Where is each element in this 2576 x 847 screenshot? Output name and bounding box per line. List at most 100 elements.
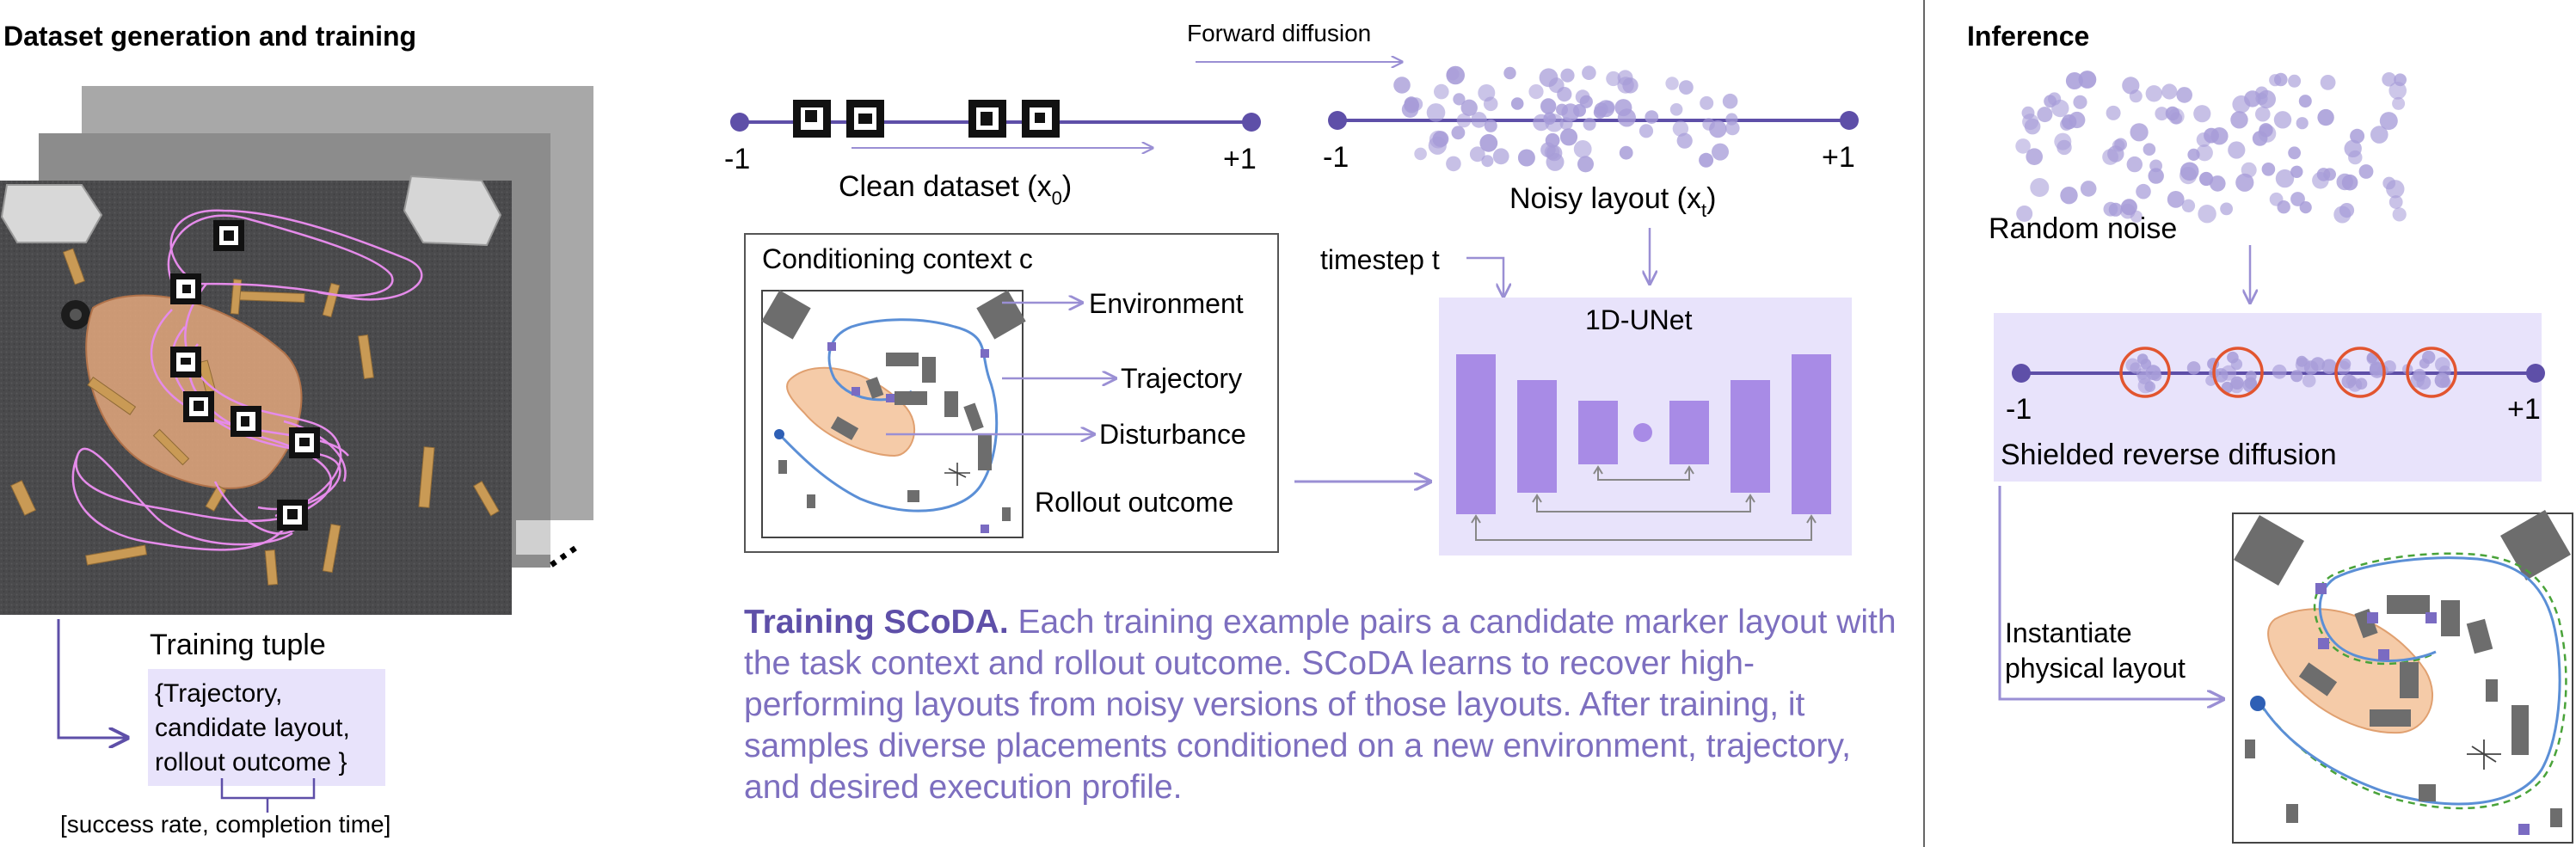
noise-dot [1617,77,1633,93]
noise-dot [1484,97,1498,112]
inference-panel-title: Inference [1967,21,2089,52]
noise-dot [1528,84,1543,99]
noise-dot [1725,121,1740,136]
shielded-dot [2144,381,2155,392]
noise-dot [2066,72,2083,89]
noise-dot [2220,203,2233,216]
noise-dot [1574,140,1592,158]
noise-dot [2168,108,2185,125]
noise-dot [1405,96,1419,111]
context-title: Conditioning context c [762,243,1033,274]
shielded-dot [2227,352,2239,364]
noise-dot [2081,181,2097,197]
noise-dot [2288,146,2301,159]
noise-dot [2073,95,2087,109]
noise-dot [2030,178,2049,197]
noise-dot [2182,199,2195,212]
noise-dot [2122,77,2139,94]
tuple-line-2: candidate layout, [155,714,350,742]
noise-dot [1602,101,1615,114]
noise-dot [2359,164,2374,179]
noise-dot [1414,148,1427,161]
noise-dot [2130,123,2149,141]
noise-dot [2149,168,2164,183]
noise-dot [2255,93,2267,105]
noise-dot [2393,207,2407,221]
noise-dot [2321,75,2336,90]
shielded-dot [2348,377,2362,391]
shielded-dot [2296,356,2308,367]
noise-dot [1549,77,1565,93]
context-trajectory: Trajectory [1121,363,1242,394]
noise-dot [2198,205,2216,223]
noise-dot [1503,67,1515,79]
noise-dot [1427,103,1446,122]
noise-dot [2230,111,2247,128]
noise-dot [1493,148,1509,164]
noise-dot [2022,107,2035,120]
noise-dot [2161,83,2177,99]
noise-dot [2060,187,2077,204]
noise-dot [2179,167,2197,184]
noise-dot [2388,82,2407,100]
noise-dot [1545,144,1560,160]
noise-dot [1434,84,1449,100]
random-noise-label: Random noise [1989,212,2177,245]
training-description: Training SCoDA. Each training example pa… [744,602,1897,808]
noise-dot [2389,195,2403,209]
noise-dot [1560,128,1577,145]
noise-dot [2037,107,2052,122]
noise-dot [1614,99,1632,116]
random-noise-dots [2015,71,2407,223]
shielded-dot [2302,374,2316,388]
shielded-dot [2419,359,2430,369]
noise-dot [2232,95,2250,114]
shielded-dot [2435,357,2450,372]
noise-dot [1479,134,1497,152]
photo-stack [0,86,593,615]
noise-dot [2167,191,2185,208]
shielded-dot [2187,361,2201,375]
forward-diffusion-label: Forward diffusion [1187,20,1371,46]
noise-dot [2392,97,2405,110]
noise-dot [2317,109,2333,126]
description-bold: Training SCoDA. [744,604,1009,641]
noise-dot [1433,131,1449,147]
noise-dot [2025,119,2041,135]
noise-dot [2382,177,2395,190]
noise-dot [1639,124,1653,138]
noisy-axis-max: +1 [1822,141,1855,174]
noise-dot [2143,143,2156,156]
noise-dot [1723,94,1738,109]
noise-dot [2106,106,2121,120]
shielded-label: Shielded reverse diffusion [2001,439,2337,471]
noise-dot [1446,157,1461,172]
noise-dot [1673,120,1688,136]
noise-dot [2337,174,2353,190]
noise-dot [2199,172,2213,186]
outcome-label: [success rate, completion time] [60,811,390,838]
noise-dot [1576,89,1590,104]
noise-dot [2276,169,2294,187]
noise-dot [1679,80,1694,95]
noise-dot [2278,200,2290,213]
noise-dot [1709,120,1726,138]
noise-dot [2259,125,2277,143]
context-rollout-outcome: Rollout outcome [1035,487,1233,518]
noise-dot [1670,103,1683,116]
tuple-title: Training tuple [150,629,326,661]
noise-dot [2197,144,2213,161]
noise-dot [1452,126,1466,139]
noise-dot [2274,73,2288,87]
clean-dataset-label: Clean dataset (x0) [839,170,1072,209]
shielded-dot [2137,353,2149,365]
noise-dot [1700,96,1713,110]
clean-axis-min: -1 [724,143,750,175]
training-panel-title: Dataset generation and training [3,21,416,52]
noise-dot [2370,126,2388,144]
noise-dot [2299,95,2312,107]
noise-dot [2255,107,2271,122]
shielded-dot [2440,377,2450,387]
noise-dot [1511,97,1524,110]
noisy-layout-label: Noisy layout (xt) [1509,182,1716,221]
